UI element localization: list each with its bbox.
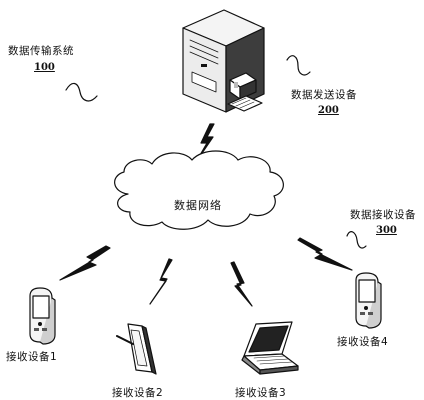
wireless-link-receiver3 [230,261,253,307]
receiver1-pda-icon [29,287,56,345]
receiver2-label: 接收设备2 [112,387,164,399]
receiver4-label: 接收设备4 [337,336,389,348]
receiver-group-label: 数据接收设备 [350,209,416,221]
system-leader-squiggle [65,82,98,102]
server-tower-icon [182,9,265,113]
data-network-cloud [114,150,284,230]
wireless-link-receiver2 [149,258,173,305]
wireless-link-receiver4 [297,237,353,271]
wireless-link-sender [195,123,215,163]
wireless-link-receiver1 [59,245,111,281]
network-label: 数据网络 [174,199,222,212]
sender-label: 数据发送设备 [291,89,357,101]
receiver3-label: 接收设备3 [235,387,287,399]
workstation-icon [227,72,263,112]
system-label: 数据传输系统 [8,45,74,57]
receiver1-label: 接收设备1 [6,351,58,363]
receiver4-leader-squiggle [346,231,367,249]
sender-ref-number: 200 [318,105,339,116]
receiver4-pda-icon [355,272,382,329]
receiver2-tablet-icon [116,323,157,375]
system-ref-number: 100 [34,62,55,73]
receiver-group-ref-number: 300 [376,225,397,236]
receiver3-laptop-icon [241,321,299,375]
sender-leader-squiggle [286,55,311,76]
